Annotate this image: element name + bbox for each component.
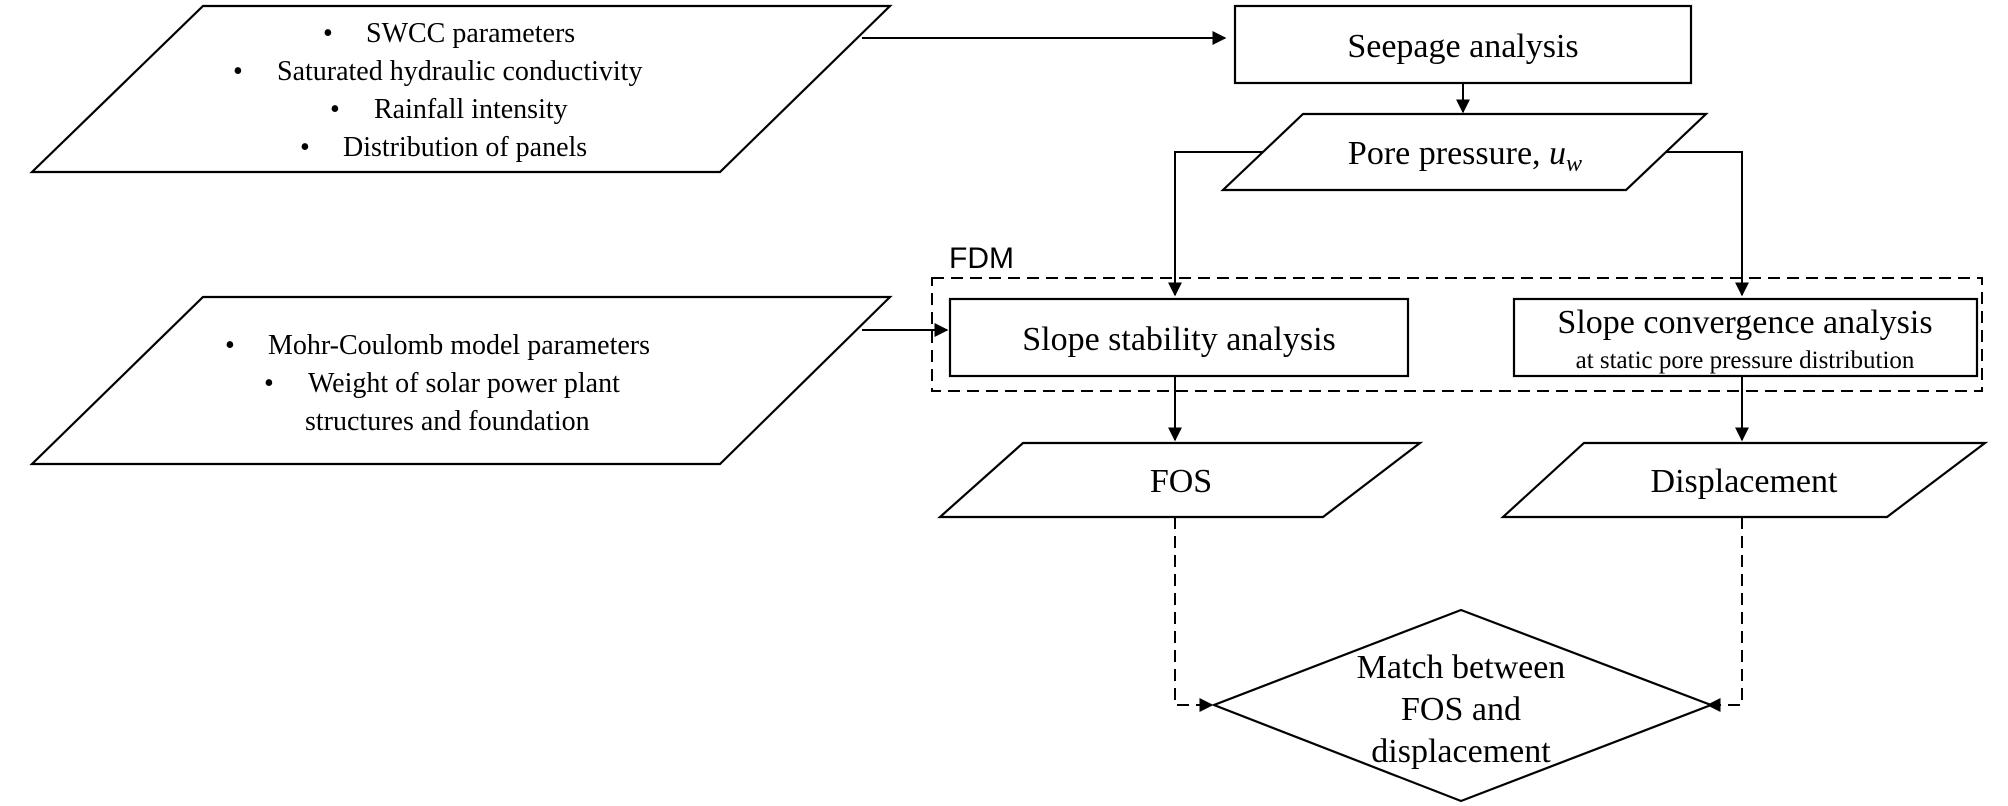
displacement-label: Displacement: [1651, 463, 1838, 500]
match-label-line-2: FOS and: [1401, 691, 1521, 728]
inputs-bottom-parallelogram: • Mohr-Coulomb model parameters • Weight…: [29, 295, 893, 466]
bullet-icon: •: [233, 56, 243, 87]
input-item-mohr-coulomb: Mohr-Coulomb model parameters: [268, 330, 650, 361]
dashed-arrow-displacement-to-match: [1706, 517, 1743, 712]
dashed-arrow-fos-to-match: [1174, 517, 1214, 712]
input-item-hydraulic-conductivity: Saturated hydraulic conductivity: [277, 56, 642, 87]
fdm-group-box: [931, 277, 1983, 392]
bullet-icon: •: [264, 368, 274, 399]
fos-parallelogram: FOS: [937, 441, 1424, 519]
bullet-icon: •: [330, 94, 340, 125]
slope-stability-box: Slope stability analysis: [948, 297, 1410, 378]
slope-convergence-box: Slope convergence analysis at static por…: [1512, 297, 1979, 378]
seepage-analysis-box: Seepage analysis: [1233, 4, 1693, 85]
connectors: [862, 31, 1749, 712]
fdm-label: FDM: [949, 242, 1014, 275]
fos-label: FOS: [1150, 463, 1212, 500]
bullet-icon: •: [300, 132, 310, 163]
bullet-icon: •: [225, 330, 235, 361]
arrow-pore-pressure-to-stability: [1168, 151, 1267, 297]
slope-convergence-sublabel: at static pore pressure distribution: [1576, 347, 1915, 374]
match-diamond: Match between FOS and displacement: [1210, 608, 1715, 803]
pore-pressure-label: Pore pressure, uw: [1348, 135, 1582, 177]
pore-pressure-subscript: w: [1566, 151, 1582, 177]
match-label-line-1: Match between: [1357, 649, 1566, 686]
input-item-panels: Distribution of panels: [343, 132, 587, 163]
seepage-analysis-label: Seepage analysis: [1347, 28, 1578, 65]
arrow-pore-pressure-to-convergence: [1648, 151, 1749, 297]
input-item-weight-continuation: structures and foundation: [305, 406, 590, 437]
displacement-parallelogram: Displacement: [1500, 441, 1989, 519]
bullet-icon: •: [323, 18, 333, 49]
match-label-line-3: displacement: [1371, 733, 1551, 770]
pore-pressure-symbol: u: [1549, 135, 1566, 172]
pore-pressure-parallelogram: Pore pressure, uw: [1220, 112, 1709, 192]
slope-stability-label: Slope stability analysis: [1022, 321, 1336, 358]
inputs-top-parallelogram: • SWCC parameters • Saturated hydraulic …: [29, 4, 893, 174]
input-item-swcc: SWCC parameters: [366, 18, 575, 49]
input-item-weight: Weight of solar power plant: [308, 368, 620, 399]
slope-convergence-label: Slope convergence analysis: [1557, 304, 1932, 341]
input-item-rainfall: Rainfall intensity: [374, 94, 568, 125]
